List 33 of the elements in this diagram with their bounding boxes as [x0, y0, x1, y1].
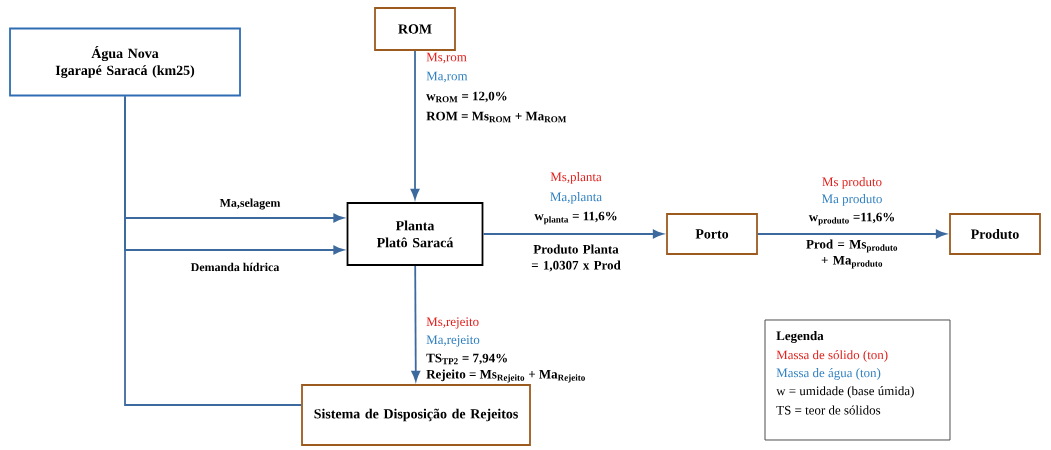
arrow [482, 229, 664, 239]
legend-entry: w = umidade (base úmida) [776, 386, 914, 398]
process-box: Porto [666, 213, 758, 255]
process-box: Planta Platô Saracá [346, 202, 484, 266]
flow-label: w$_{produto}$ =11,6% [808, 212, 894, 226]
flow-label: Rejeito = Ms$_{Rejeito}$ + Ma$_{Rejeito}$ [426, 369, 585, 383]
flow-label: Produto Planta = 1,0307 x Prod [531, 244, 621, 272]
arrow [410, 50, 420, 200]
flow-label: Ms,rejeito [426, 317, 479, 329]
process-box: Sistema de Disposição de Rejeitos [301, 384, 531, 446]
arrow [757, 229, 947, 239]
legend-entry: Massa de sólido (ton) [776, 350, 888, 362]
flow-label: Ms,rom [426, 52, 467, 64]
flow-label: Ms produto [822, 177, 882, 189]
edge-label: Demanda hídrica [189, 261, 281, 273]
arrow [411, 265, 421, 382]
edge-label: Ma,selagem [218, 197, 282, 211]
flow-label: Ma,rejeito [426, 335, 480, 347]
flow-label: w$_{ROM}$ = 12,0% [426, 91, 507, 103]
flow-label: w$_{planta}$ = 11,6% [534, 211, 617, 225]
legend-title: Legenda [776, 331, 824, 343]
flow-label: Ma,rom [426, 71, 468, 83]
legend-entry: TS = teor de sólidos [776, 405, 881, 415]
flow-label: TS$_{TP2}$ = 7,94% [426, 353, 507, 365]
legend-entry: Massa de água (ton) [776, 368, 881, 380]
process-box: ROM [374, 7, 456, 51]
flow-label: ROM = Ms$_{ROM}$ + Ma$_{ROM}$ [426, 111, 567, 123]
process-box: Produto [949, 213, 1041, 255]
process-box: Água Nova Igarapé Saracá (km25) [9, 27, 241, 97]
flow-label: Prod = Ms$_{produto}$ + Ma$_{produto}$ [806, 239, 898, 269]
flow-label: Ma,planta [550, 192, 602, 204]
flow-label: Ma produto [822, 194, 882, 206]
flow-label: Ms,planta [550, 172, 602, 184]
